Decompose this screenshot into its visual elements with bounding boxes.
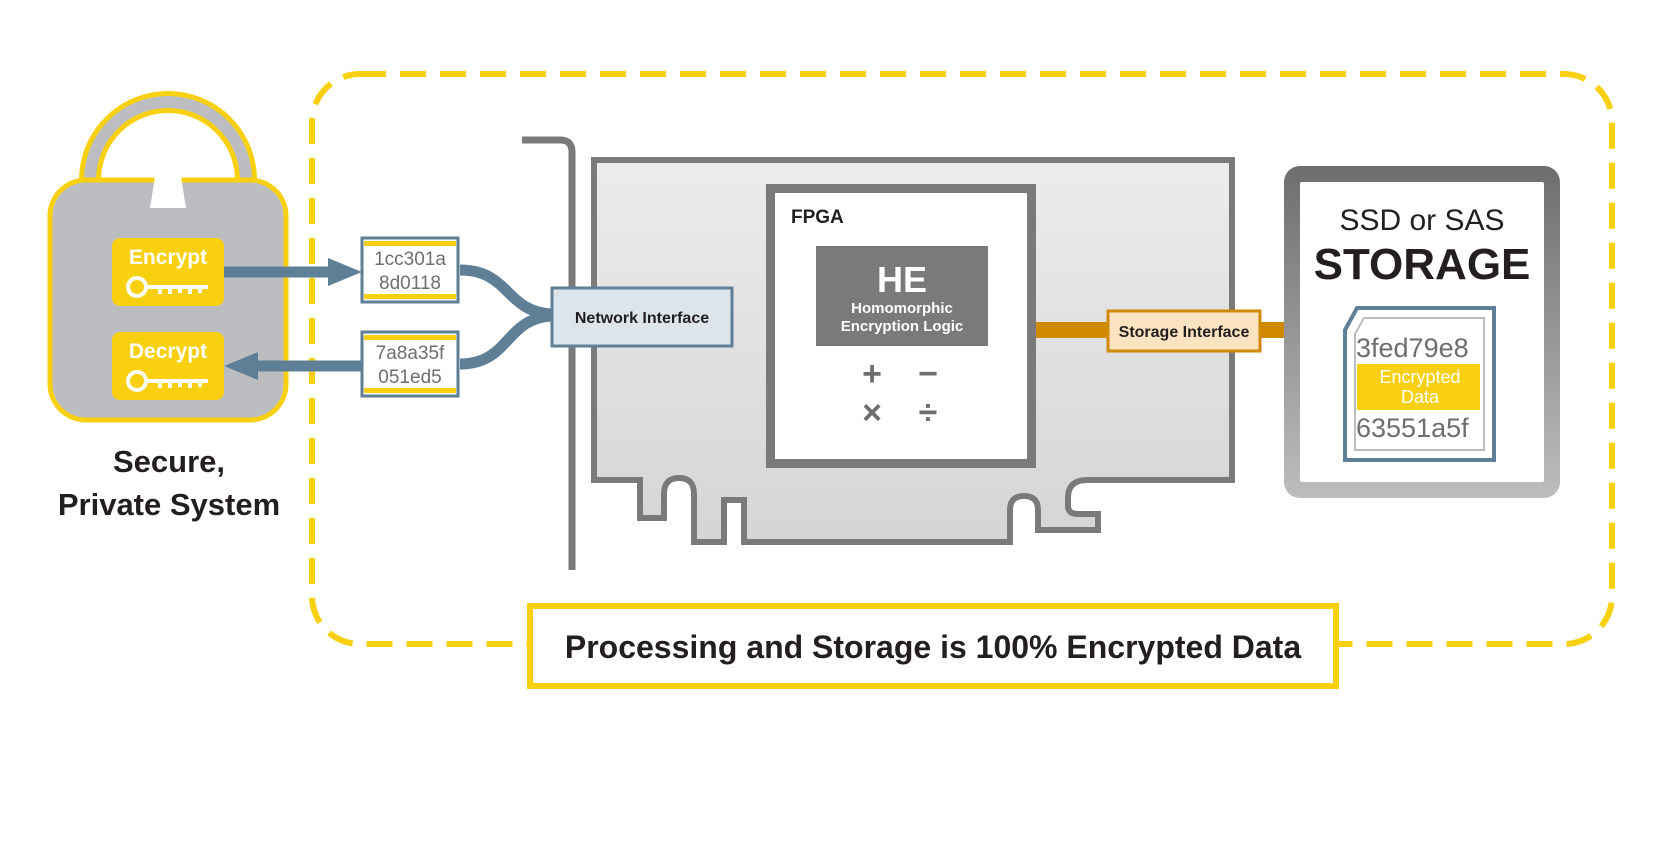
- padlock-icon: [47, 91, 289, 423]
- network-interface-box: [550, 286, 734, 348]
- outgoing-curve: [459, 264, 553, 320]
- lock-caption-line2: Private System: [58, 487, 280, 522]
- sd-card-icon: 3fed79e8 63551a5f Encrypted Data: [1343, 306, 1496, 462]
- outgoing-packet-line2: 8d0118: [379, 273, 441, 294]
- divide-icon: ÷: [919, 394, 938, 432]
- banner-text: Processing and Storage is 100% Encrypted…: [565, 629, 1301, 665]
- he-title: HE: [877, 259, 927, 300]
- incoming-packet: 7a8a35f 051ed5: [360, 330, 460, 398]
- outgoing-packet: 1cc301a 8d0118: [360, 236, 460, 304]
- storage-interface-box: [1106, 309, 1262, 353]
- encrypt-label: Encrypt: [129, 246, 207, 269]
- key-icon: [126, 276, 208, 298]
- incoming-packet-line1: 7a8a35f: [376, 343, 445, 364]
- storage-title-line1: SSD or SAS: [1339, 204, 1504, 237]
- storage-device: SSD or SAS STORAGE 3fed79e8 63551a5f Enc…: [1284, 166, 1560, 498]
- he-subtitle-line2: Encryption Logic: [841, 318, 964, 335]
- he-logic-block: [816, 246, 988, 346]
- plus-icon: +: [862, 355, 882, 393]
- decrypt-badge: Decrypt: [112, 332, 224, 400]
- minus-icon: −: [918, 355, 938, 393]
- encrypted-data-line1: Encrypted: [1379, 367, 1460, 387]
- network-interface-label: Network Interface: [575, 310, 709, 327]
- incoming-curve: [459, 310, 553, 370]
- pcie-card: FPGA HE Homomorphic Encryption Logic + −…: [522, 136, 1235, 570]
- outgoing-packet-line1: 1cc301a: [374, 249, 446, 270]
- pcie-bracket: [522, 136, 576, 570]
- key-icon: [126, 370, 208, 392]
- decrypt-label: Decrypt: [129, 340, 207, 363]
- he-subtitle-line1: Homomorphic: [851, 300, 953, 317]
- encrypted-data-line2: Data: [1401, 387, 1440, 407]
- storage-interface-label: Storage Interface: [1119, 324, 1250, 341]
- incoming-packet-line2: 051ed5: [378, 367, 441, 388]
- storage-data-top: 3fed79e8: [1356, 333, 1469, 363]
- arrow-right-icon: [328, 258, 362, 286]
- lock-caption-line1: Secure,: [113, 444, 225, 479]
- keyhole-icon: [150, 133, 186, 208]
- storage-data-bottom: 63551a5f: [1356, 413, 1469, 443]
- storage-title-line2: STORAGE: [1314, 240, 1531, 289]
- arrow-left-icon: [224, 352, 258, 380]
- encryption-banner: Processing and Storage is 100% Encrypted…: [527, 603, 1339, 689]
- encrypted-boundary: [309, 71, 1615, 647]
- times-icon: ×: [862, 394, 882, 432]
- fpga-label: FPGA: [791, 207, 844, 228]
- encrypt-badge: Encrypt: [112, 238, 224, 306]
